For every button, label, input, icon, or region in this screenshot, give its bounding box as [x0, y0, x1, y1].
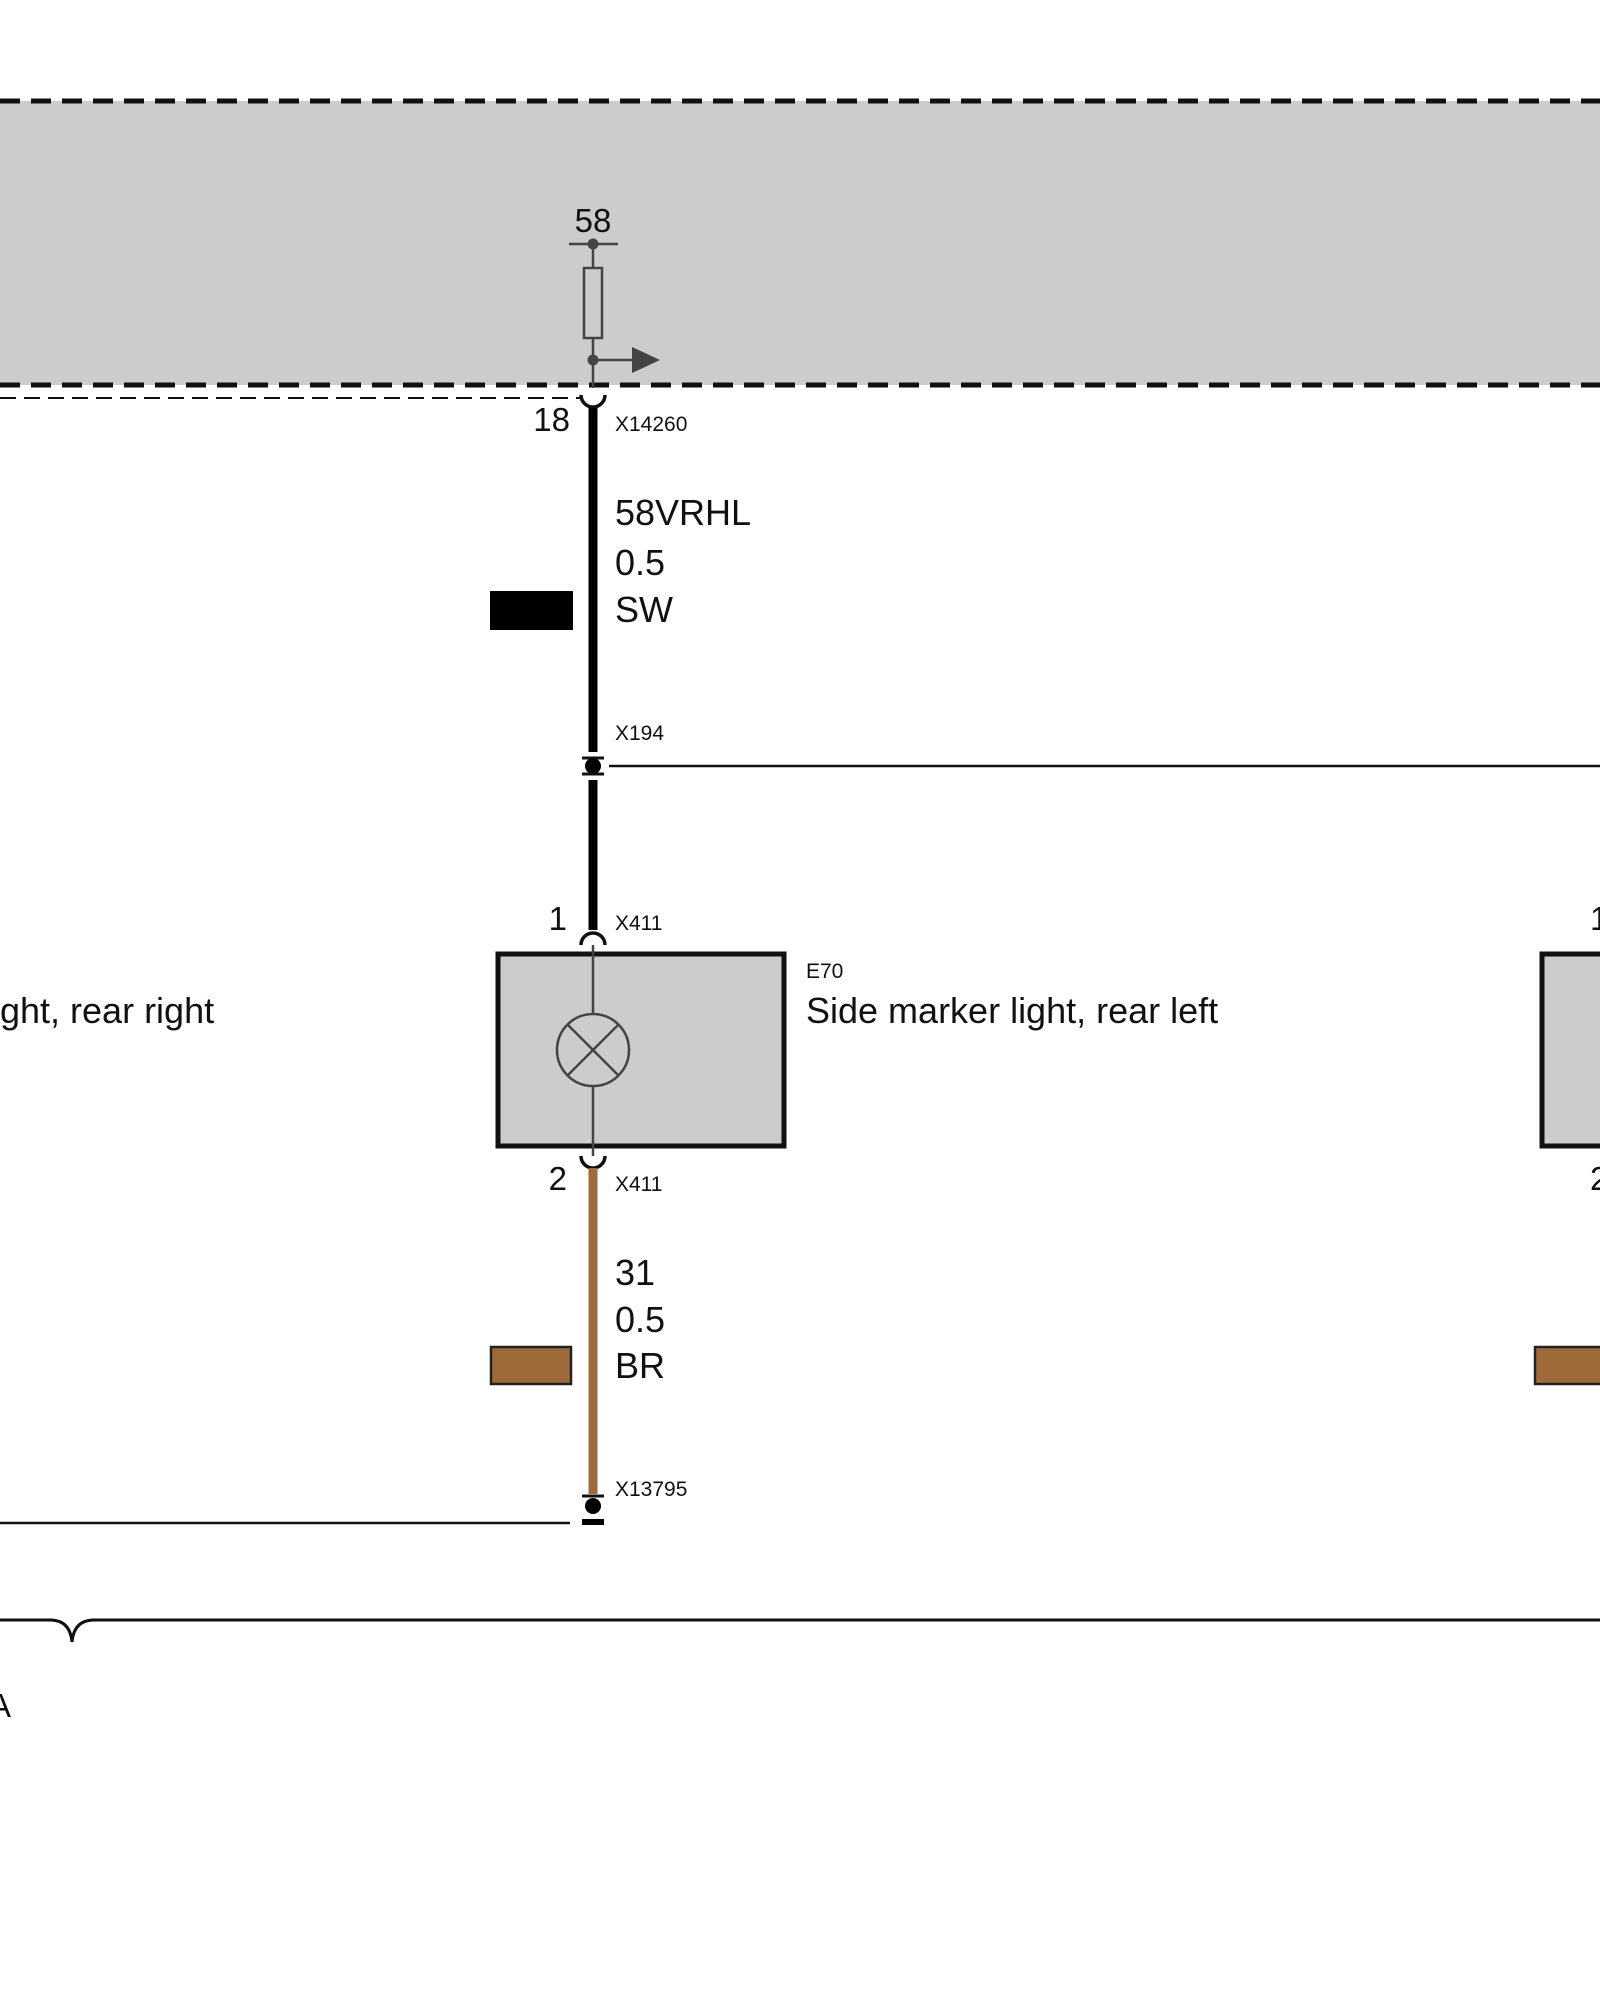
- ground-wire-signal-label: 31: [615, 1252, 655, 1293]
- pin-18-socket-icon: [579, 394, 607, 409]
- ground-wire-cross-section-label: 0.5: [615, 1299, 665, 1340]
- neighbor-lamp-name-label: ght, rear right: [0, 990, 214, 1031]
- lamp-pin-2-socket-icon: [579, 1155, 607, 1170]
- control-unit-body: [0, 101, 1600, 385]
- ground-x13795-label: X13795: [615, 1478, 687, 1501]
- lamp-component: [495, 945, 787, 1156]
- terminal-58-label: 58: [575, 202, 612, 239]
- connector-x411-in-label: X411: [615, 912, 663, 935]
- connector-x14260-label: X14260: [615, 413, 687, 436]
- wire-signal-label: 58VRHL: [615, 492, 751, 533]
- lamp-pin-2-label: 2: [549, 1160, 567, 1197]
- neighbor-pin-1-label: 1: [1590, 900, 1600, 937]
- wire-cross-section-label: 0.5: [615, 542, 665, 583]
- resistor-icon: [569, 238, 618, 388]
- group-bracket: [0, 1618, 1600, 1643]
- lamp-pin-1-label: 1: [549, 900, 567, 937]
- lamp-body: [495, 951, 787, 1149]
- neighbor-wire-color-swatch-brown: [1533, 1345, 1600, 1386]
- connector-x411-out-label: X411: [615, 1173, 663, 1196]
- wire-color-code-label: SW: [615, 589, 673, 630]
- neighbor-lamp-body: [1539, 951, 1600, 1149]
- arrow-right-icon: [593, 347, 660, 373]
- wire-color-swatch-black: [490, 591, 573, 630]
- control-unit-module: 58: [0, 98, 1600, 399]
- lamp-name-label: Side marker light, rear left: [806, 990, 1218, 1031]
- wire-color-swatch-brown: [489, 1345, 573, 1386]
- neighbor-pin-2-label: 2: [1590, 1160, 1600, 1197]
- ground-wire-color-code-label: BR: [615, 1345, 665, 1386]
- lamp-pin-1-socket-icon: [579, 931, 607, 946]
- splice-x194-label: X194: [615, 722, 664, 745]
- ground-icon: [582, 1494, 604, 1525]
- group-bracket-label: A: [0, 1687, 11, 1724]
- pin-18-label: 18: [533, 401, 570, 438]
- lamp-id-label: E70: [806, 960, 843, 983]
- splice-x194: [582, 756, 604, 776]
